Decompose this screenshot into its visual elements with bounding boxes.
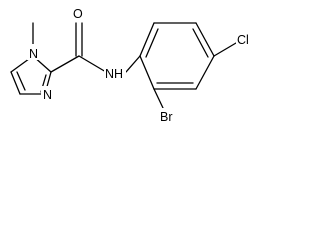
- bond-c4-c5-double: [16, 71, 26, 91]
- bond-c4-c5: [195, 55, 215, 90]
- bond-c6-c1: [139, 55, 155, 90]
- structure-diagram: O NH N N Cl Br: [10, 7, 249, 124]
- ring-n-methyl-label: N: [29, 47, 38, 61]
- ring-n-label: N: [43, 88, 52, 102]
- bond-c1-c2: [139, 22, 155, 57]
- bond-c4-c5: [10, 71, 21, 95]
- oxygen-label: O: [73, 7, 83, 21]
- bond-c6-br: [153, 88, 164, 109]
- amide-nh-label: NH: [105, 67, 123, 81]
- chlorine-label: Cl: [237, 33, 249, 47]
- bond-c1-c2-double: [145, 28, 159, 58]
- bond-c3-c4-double: [192, 28, 209, 58]
- bond-c3-c4: [195, 22, 215, 57]
- bond-nh-c1: [125, 55, 141, 73]
- bond-c2-carbonyl: [50, 55, 80, 73]
- bond-c4-cl: [213, 42, 237, 57]
- bond-carbonyl-nh: [78, 55, 107, 73]
- bromine-label: Br: [160, 110, 173, 124]
